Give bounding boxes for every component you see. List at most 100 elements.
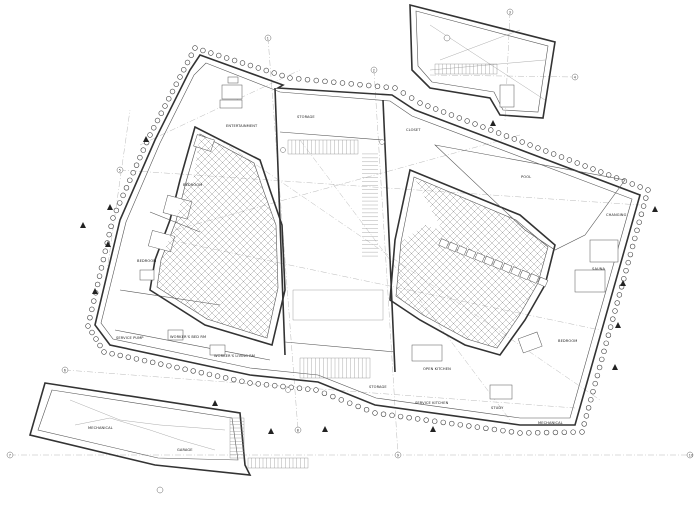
column <box>127 177 133 183</box>
room-mechanical-right: MECHANICAL <box>538 421 563 425</box>
column <box>263 382 270 388</box>
column <box>216 52 222 59</box>
column <box>184 59 191 66</box>
column <box>629 243 636 250</box>
elevation-marker-icon <box>620 280 626 286</box>
column <box>466 423 472 429</box>
column <box>634 227 640 234</box>
column <box>517 430 523 436</box>
column <box>449 420 455 427</box>
column <box>372 410 378 416</box>
column <box>287 75 293 81</box>
column <box>357 81 363 88</box>
room-closet: CLOSET <box>406 128 421 132</box>
column <box>627 251 634 258</box>
column <box>109 351 115 357</box>
room-sauna: SAUNA <box>592 267 606 271</box>
column <box>338 397 344 403</box>
section-marker-icon <box>443 34 451 42</box>
room-mechanical-left: MECHANICAL <box>88 426 113 430</box>
column <box>474 424 481 430</box>
column <box>519 139 525 145</box>
column <box>607 324 614 330</box>
column <box>206 371 213 378</box>
column <box>558 154 565 160</box>
column <box>585 405 592 411</box>
grid-bubble-icon: 6 <box>61 366 69 374</box>
grid-lines <box>10 11 690 456</box>
column <box>561 429 567 435</box>
column <box>174 364 180 371</box>
svg-text:9: 9 <box>397 453 399 457</box>
elevation-marker-icon <box>92 288 98 294</box>
grid-bubble-icon: 1 <box>264 34 272 42</box>
column <box>491 426 498 433</box>
column <box>154 117 161 124</box>
column <box>596 364 603 371</box>
elevation-marker-icon <box>322 426 328 432</box>
grid-bubble-icon: 2 <box>370 66 378 74</box>
column <box>110 215 116 221</box>
column <box>272 382 278 389</box>
column <box>590 388 596 395</box>
column <box>313 387 319 393</box>
column <box>208 50 214 56</box>
column <box>147 132 153 138</box>
column <box>425 103 431 109</box>
central-core <box>274 87 396 379</box>
column <box>488 127 494 133</box>
column <box>223 55 230 61</box>
column <box>198 369 205 376</box>
column <box>570 429 576 435</box>
column <box>140 147 146 153</box>
room-open-kitchen: OPEN KITCHEN <box>423 367 451 371</box>
column <box>108 223 114 230</box>
column <box>347 400 353 406</box>
column <box>638 211 645 217</box>
column <box>169 88 176 95</box>
column <box>552 429 559 436</box>
room-labels: ENTERTAINMENT STORAGE CLOSET POOL BEDROO… <box>88 115 626 452</box>
column <box>162 103 168 109</box>
column <box>508 429 515 435</box>
column <box>117 352 123 359</box>
column <box>192 45 198 51</box>
svg-text:8: 8 <box>297 428 299 432</box>
column <box>322 78 328 85</box>
column <box>279 72 285 79</box>
column <box>535 430 541 436</box>
column <box>414 416 421 422</box>
elevation-marker-icon <box>212 400 218 406</box>
column <box>495 130 502 136</box>
column <box>304 76 311 83</box>
column <box>98 265 105 271</box>
column <box>417 100 423 106</box>
column <box>106 231 112 238</box>
column <box>480 124 486 130</box>
room-workers-living: WORKER'S LIVING RM <box>214 354 255 358</box>
column <box>456 115 463 121</box>
column <box>614 300 620 306</box>
column <box>200 47 206 54</box>
column <box>255 65 262 71</box>
svg-text:10: 10 <box>689 453 693 457</box>
column <box>457 422 463 428</box>
column <box>296 385 303 391</box>
column <box>130 170 136 176</box>
column <box>330 393 336 400</box>
section-marker-icon <box>156 486 164 494</box>
column <box>440 419 446 426</box>
elevation-marker-icon <box>105 241 111 247</box>
room-storage-top: STORAGE <box>297 115 315 119</box>
column <box>231 376 237 383</box>
elevation-marker-icon <box>615 322 621 328</box>
column <box>173 81 179 87</box>
room-bedroom-2: BEDROOM <box>137 259 156 263</box>
column <box>271 70 277 76</box>
column <box>500 427 506 434</box>
perimeter-columns <box>85 45 651 436</box>
room-entertainment: ENTERTAINMENT <box>226 124 258 128</box>
pavilion-top-right <box>409 3 556 119</box>
